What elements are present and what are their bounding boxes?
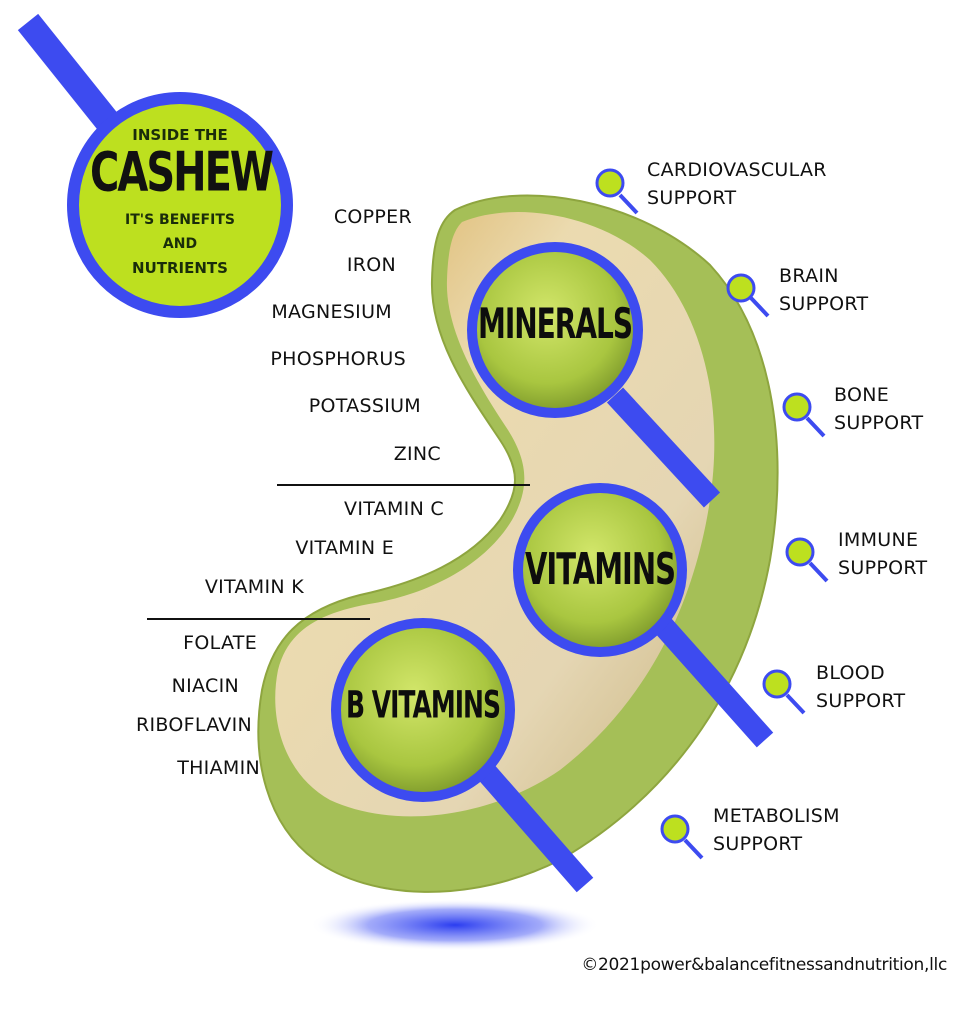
mineral-item: PHOSPHORUS [270, 348, 406, 370]
benefit-line: METABOLISM [713, 805, 840, 827]
benefit-immune: IMMUNE SUPPORT [838, 526, 927, 582]
badge-subtitle-line2: IT'S BENEFITS [125, 212, 235, 228]
b-vitamin-item: RIBOFLAVIN [135, 714, 252, 736]
benefit-line: SUPPORT [834, 412, 924, 434]
benefit-line: SUPPORT [713, 833, 803, 855]
benefit-cardiovascular: CARDIOVASCULAR SUPPORT [647, 156, 827, 212]
b-vitamin-item: NIACIN [171, 675, 239, 697]
mineral-item: POTASSIUM [308, 395, 421, 417]
benefit-line: SUPPORT [779, 293, 869, 315]
benefit-line: CARDIOVASCULAR [647, 159, 827, 181]
vitamin-item: VITAMIN K [204, 576, 304, 598]
cardiovascular-magnifier-icon [595, 168, 639, 215]
cashew-shadow [310, 899, 600, 951]
benefit-metabolism: METABOLISM SUPPORT [713, 802, 840, 858]
badge-title: CASHEW [90, 142, 274, 205]
mineral-item: COPPER [333, 206, 412, 228]
bone-magnifier-icon [782, 392, 826, 438]
blood-magnifier-icon [762, 669, 806, 715]
b-vitamins-lens-label: B VITAMINS [346, 682, 501, 727]
vitamins-lens-icon [513, 483, 774, 748]
metabolism-magnifier-icon [660, 814, 704, 860]
immune-magnifier-icon [785, 537, 829, 583]
b-vitamins-lens-icon [331, 618, 594, 893]
vitamin-item: VITAMIN C [344, 498, 444, 520]
badge-subtitle-line3: AND [162, 236, 198, 252]
b-vitamin-item: FOLATE [183, 632, 257, 654]
benefit-line: IMMUNE [838, 529, 919, 551]
benefit-line: SUPPORT [838, 557, 928, 579]
badge-subtitle-top: INSIDE THE [132, 126, 228, 144]
minerals-lens-label: MINERALS [477, 298, 633, 349]
benefit-bone: BONE SUPPORT [834, 381, 923, 437]
benefit-brain: BRAIN SUPPORT [779, 262, 868, 318]
vitamin-item: VITAMIN E [295, 537, 394, 559]
benefit-line: SUPPORT [816, 690, 906, 712]
vitamins-lens-label: VITAMINS [524, 543, 676, 595]
benefit-line: BRAIN [779, 265, 839, 287]
benefit-line: BONE [834, 384, 890, 406]
minerals-lens-icon [467, 242, 721, 508]
benefit-line: SUPPORT [647, 187, 737, 209]
brain-magnifier-icon [726, 273, 770, 318]
mineral-item: IRON [346, 254, 396, 276]
benefit-blood: BLOOD SUPPORT [816, 659, 905, 715]
copyright-notice: ©2021power&balancefitnessandnutrition,ll… [581, 955, 947, 975]
benefit-line: BLOOD [816, 662, 885, 684]
mineral-item: ZINC [393, 443, 441, 465]
b-vitamin-item: THIAMIN [177, 757, 260, 779]
mineral-item: MAGNESIUM [271, 301, 392, 323]
badge-subtitle-line4: NUTRIENTS [132, 259, 228, 277]
badge-magnifier-icon [17, 13, 293, 318]
